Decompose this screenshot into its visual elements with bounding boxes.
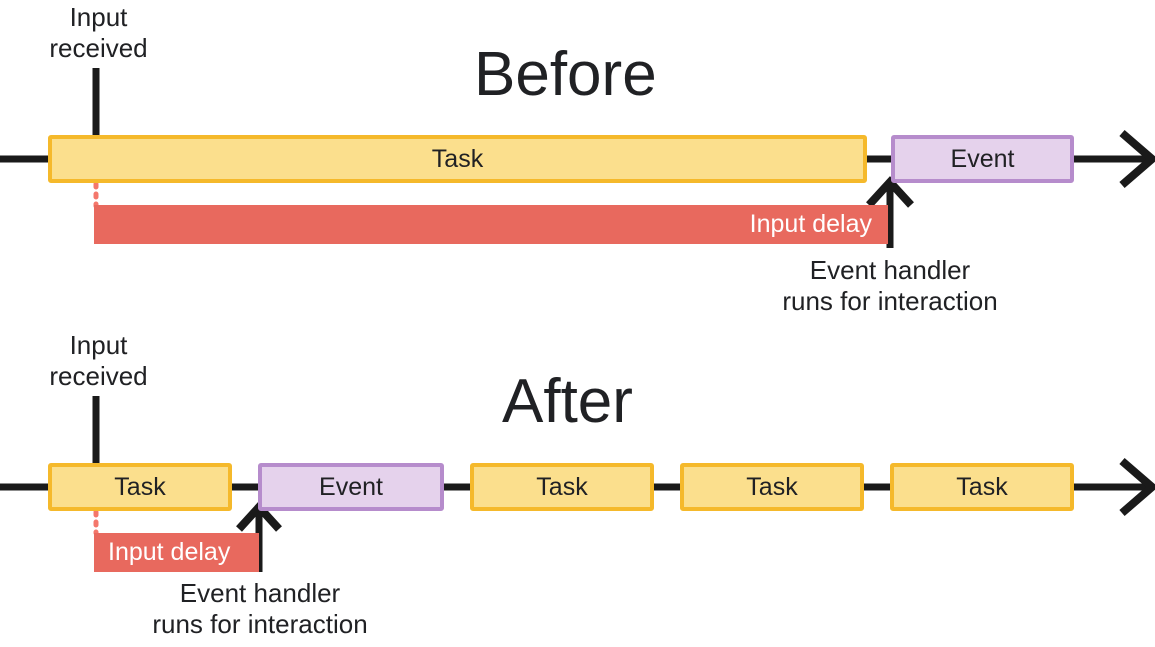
- after-title: After: [502, 367, 633, 436]
- after-event-box[interactable]: Event: [258, 463, 444, 511]
- before-event-handler-label: Event handler runs for interaction: [782, 255, 998, 316]
- before-title: Before: [474, 40, 657, 109]
- before-event-box[interactable]: Event: [891, 135, 1074, 183]
- after-input-delay-bar: Input delay: [94, 533, 259, 572]
- after-task-box-3[interactable]: Task: [680, 463, 864, 511]
- before-input-received-label: Input received: [49, 2, 148, 63]
- after-event-handler-label: Event handler runs for interaction: [152, 578, 368, 639]
- after-task-box-2[interactable]: Task: [470, 463, 654, 511]
- after-task-box-4[interactable]: Task: [890, 463, 1074, 511]
- before-axis-arrowhead: [1119, 129, 1155, 189]
- before-event-handler-arrow: [866, 176, 914, 248]
- after-axis-arrowhead: [1119, 457, 1155, 517]
- after-input-received-label: Input received: [49, 330, 148, 391]
- after-task-box-1[interactable]: Task: [48, 463, 232, 511]
- before-input-delay-bar: Input delay: [94, 205, 888, 244]
- before-task-box[interactable]: Task: [48, 135, 867, 183]
